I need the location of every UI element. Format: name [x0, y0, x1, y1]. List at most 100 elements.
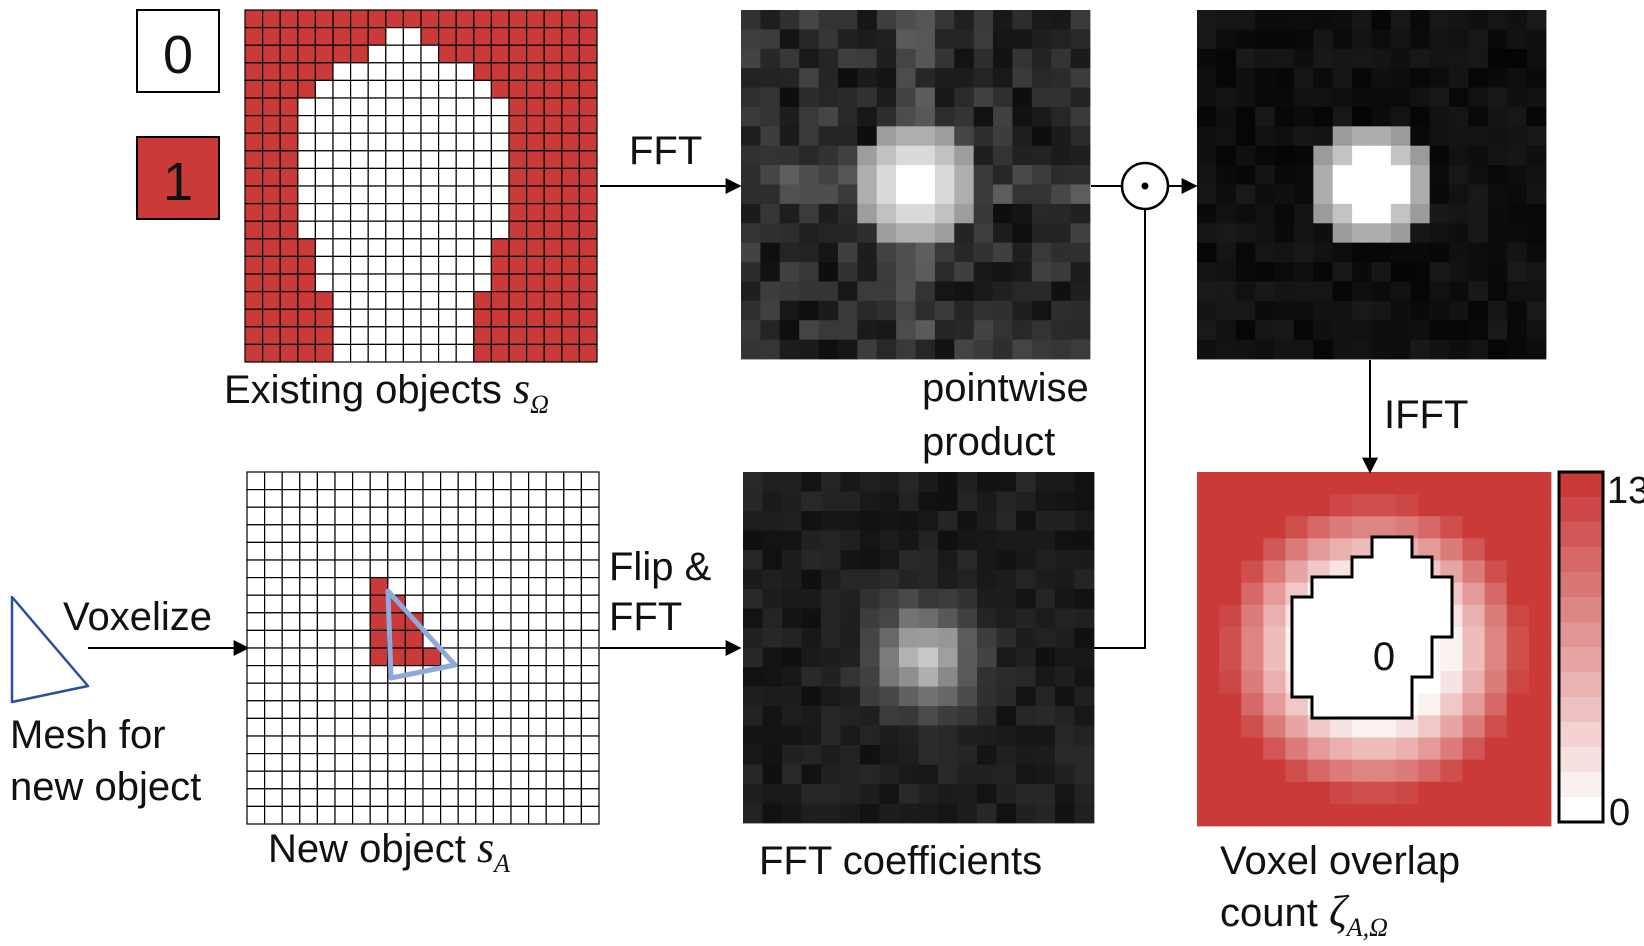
- heatmap-cell: [1418, 737, 1441, 761]
- heatmap-cell: [977, 472, 997, 492]
- heatmap-cell: [1429, 242, 1450, 263]
- heatmap-cell: [1410, 165, 1431, 185]
- voxel-cell: [510, 647, 530, 667]
- voxel-cell: [352, 805, 371, 825]
- voxel-cell: [246, 770, 266, 790]
- voxel-cell: [561, 44, 580, 64]
- voxel-cell: [244, 132, 264, 152]
- voxel-cell: [262, 9, 281, 29]
- heatmap-cell: [760, 29, 781, 50]
- voxel-cell: [473, 238, 492, 258]
- heatmap-cell: [934, 262, 955, 282]
- voxel-cell: [350, 203, 369, 222]
- colorbar-band: [1559, 622, 1603, 648]
- heatmap-cell: [1285, 560, 1309, 584]
- heatmap-cell: [1074, 803, 1095, 824]
- heatmap-cell: [857, 106, 878, 127]
- voxel-cell: [385, 326, 404, 345]
- heatmap-cell: [1410, 184, 1431, 205]
- heatmap-cell: [934, 281, 955, 302]
- heatmap-cell: [779, 10, 800, 30]
- voxel-cell: [352, 664, 371, 684]
- heatmap-cell: [1293, 126, 1314, 147]
- heatmap-cell: [762, 745, 783, 765]
- heatmap-cell: [1263, 737, 1286, 761]
- voxel-cell: [440, 524, 459, 543]
- voxel-cell: [385, 132, 404, 152]
- voxel-cell: [563, 770, 582, 790]
- voxel-cell: [578, 291, 598, 310]
- heatmap-cell: [957, 511, 978, 531]
- heatmap-cell: [1031, 145, 1052, 166]
- heatmap-cell: [1216, 339, 1237, 360]
- voxel-cell: [404, 471, 424, 491]
- voxel-cell: [332, 9, 352, 29]
- voxel-cell: [314, 150, 334, 170]
- voxel-cell: [264, 594, 283, 614]
- heatmap-cell: [1255, 165, 1275, 185]
- voxel-cell: [490, 167, 510, 187]
- voxel-cell: [543, 326, 563, 345]
- voxel-cell: [262, 185, 281, 205]
- heatmap-cell: [1371, 68, 1392, 88]
- heatmap-cell: [760, 223, 781, 244]
- voxel-cell: [492, 805, 512, 825]
- heatmap-cell: [1293, 48, 1314, 69]
- voxel-cell: [492, 788, 512, 807]
- heatmap-cell: [741, 87, 761, 108]
- heatmap-cell: [1468, 203, 1489, 224]
- voxel-cell: [475, 735, 494, 755]
- heatmap-cell: [1070, 184, 1091, 205]
- heatmap-cell: [1410, 87, 1431, 108]
- voxel-cell: [350, 9, 369, 29]
- heatmap-cell: [957, 686, 978, 707]
- voxel-cell: [264, 682, 283, 702]
- voxel-cell: [334, 717, 354, 737]
- heatmap-cell: [840, 784, 861, 804]
- voxel-cell: [580, 700, 600, 719]
- voxel-cell: [422, 524, 442, 543]
- voxel-cell: [578, 203, 598, 222]
- heatmap-cell: [876, 126, 897, 147]
- heatmap-cell: [1216, 29, 1237, 50]
- voxel-cell: [332, 44, 352, 64]
- heatmap-cell: [1468, 262, 1489, 282]
- heatmap-cell: [1332, 223, 1353, 244]
- heatmap-cell: [1016, 530, 1036, 551]
- fft-existing-heatmap: [741, 10, 1091, 360]
- heatmap-cell: [896, 339, 916, 360]
- heatmap-cell: [1051, 145, 1072, 166]
- heatmap-cell: [799, 165, 819, 185]
- heatmap-cell: [1051, 48, 1072, 69]
- heatmap-cell: [977, 764, 997, 785]
- heatmap-cell: [977, 745, 997, 765]
- heatmap-cell: [860, 686, 880, 707]
- voxel-cell: [297, 79, 316, 99]
- heatmap-cell: [1031, 203, 1052, 224]
- heatmap-cell: [799, 68, 819, 88]
- heatmap-cell: [1012, 262, 1033, 282]
- voxel-cell: [580, 541, 600, 561]
- heatmap-cell: [915, 145, 936, 166]
- voxel-cell: [438, 220, 457, 240]
- voxel-cell: [367, 114, 387, 134]
- heatmap-cell: [1074, 764, 1095, 785]
- voxel-cell: [510, 576, 530, 596]
- heatmap-cell: [1255, 68, 1275, 88]
- voxel-cell: [367, 150, 387, 170]
- voxel-cell: [369, 647, 389, 667]
- heatmap-cell: [993, 320, 1013, 341]
- heatmap-cell: [899, 550, 919, 570]
- heatmap-cell: [779, 339, 800, 360]
- heatmap-cell: [1219, 649, 1242, 672]
- heatmap-cell: [1462, 781, 1486, 805]
- heatmap-cell: [1526, 68, 1547, 88]
- voxel-cell: [334, 471, 354, 491]
- voxel-cell: [385, 79, 404, 99]
- voxel-cell: [457, 541, 477, 561]
- heatmap-cell: [860, 511, 880, 531]
- voxel-cell: [262, 291, 281, 310]
- heatmap-cell: [1528, 538, 1552, 561]
- voxel-cell: [264, 752, 283, 772]
- heatmap-cell: [1070, 10, 1091, 30]
